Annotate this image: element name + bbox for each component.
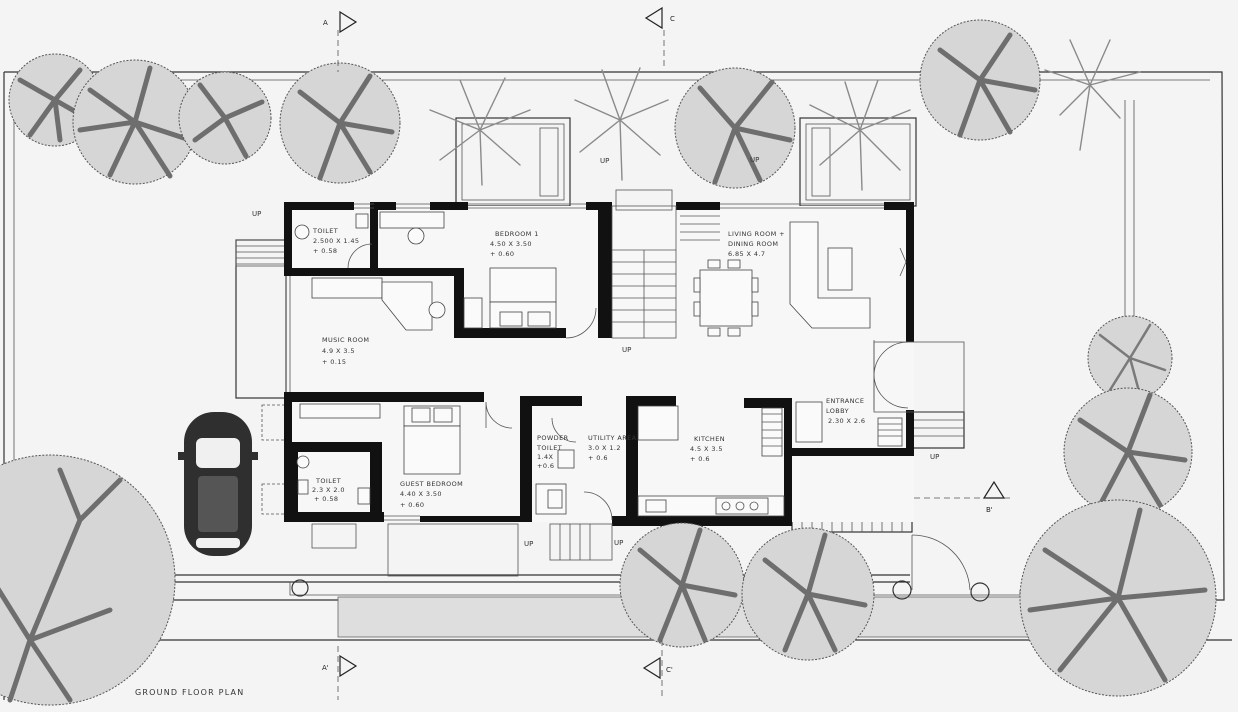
toilet-2-size: 2.3 X 2.0 <box>312 486 345 494</box>
music-room-size: 4.9 X 3.5 <box>322 347 355 355</box>
section-c-bottom: C' <box>666 666 673 674</box>
up-label: UP <box>930 453 939 461</box>
up-label: UP <box>252 210 261 218</box>
up-label: UP <box>750 156 759 164</box>
music-room-level: + 0.15 <box>322 358 346 366</box>
tree-icon <box>741 527 875 661</box>
palm-icon <box>809 79 911 191</box>
up-labels: UP UP UP UP UP UP UP <box>252 156 939 548</box>
up-label: UP <box>622 346 631 354</box>
kitchen-name: KITCHEN <box>694 435 725 443</box>
living-room-size: 6.85 X 4.7 <box>728 250 765 258</box>
palm-icon <box>1044 39 1141 151</box>
tree-icon <box>1063 387 1193 517</box>
entrance-lobby-name: ENTRANCE <box>826 397 864 405</box>
kitchen-level: + 0.6 <box>690 455 710 463</box>
guest-bedroom-size: 4.40 X 3.50 <box>400 490 442 498</box>
tree-icon <box>1087 315 1173 401</box>
section-b-right: B' <box>986 506 993 514</box>
toilet-1-name: TOILET <box>312 227 338 235</box>
up-label: UP <box>524 540 533 548</box>
tree-icon <box>72 59 198 185</box>
utility-area-level: + 0.6 <box>588 454 608 462</box>
tree-icon <box>619 522 745 648</box>
living-room-name: LIVING ROOM + <box>728 230 785 238</box>
toilet-1-size: 2.500 X 1.45 <box>313 237 359 245</box>
powder-toilet-name: POWDER <box>537 434 569 442</box>
tree-icon <box>0 454 176 706</box>
up-label: UP <box>614 539 623 547</box>
room-labels: TOILET 2.500 X 1.45 + 0.58 BEDROOM 1 4.5… <box>312 227 865 509</box>
section-c-top: C <box>670 15 675 23</box>
powder-toilet-size: 1.4X <box>537 453 554 461</box>
trees <box>0 19 1217 706</box>
tree-icon <box>674 67 796 189</box>
kitchen-size: 4.5 X 3.5 <box>690 445 723 453</box>
bedroom-1-level: + 0.60 <box>490 250 514 258</box>
tree-icon <box>1019 499 1217 697</box>
palm-icon <box>574 67 669 181</box>
tree-icon <box>178 71 272 165</box>
toilet-1-level: + 0.58 <box>313 247 337 255</box>
plan-title: GROUND FLOOR PLAN <box>135 688 244 697</box>
guest-bedroom-name: GUEST BEDROOM <box>400 480 463 488</box>
utility-area-name: UTILITY AREA <box>588 434 637 442</box>
toilet-2-level: + 0.58 <box>314 495 338 503</box>
entrance-lobby-name-2: LOBBY <box>826 407 849 415</box>
bedroom-1-name: BEDROOM 1 <box>495 230 539 238</box>
tree-icon <box>919 19 1041 141</box>
car-icon <box>178 412 258 556</box>
up-label: UP <box>600 157 609 165</box>
toilet-2-name: TOILET <box>315 477 341 485</box>
palm-icon <box>429 77 531 186</box>
music-room-name: MUSIC ROOM <box>322 336 369 344</box>
entrance-lobby-size: 2.30 X 2.6 <box>828 417 865 425</box>
bedroom-1-size: 4.50 X 3.50 <box>490 240 532 248</box>
powder-toilet-name-2: TOILET <box>536 444 562 452</box>
section-a-bottom: A' <box>322 664 329 672</box>
compound-wall <box>141 534 1029 638</box>
utility-area-size: 3.0 X 1.2 <box>588 444 621 452</box>
building <box>284 189 965 577</box>
palms <box>429 39 1141 191</box>
guest-bedroom-level: + 0.60 <box>400 501 424 509</box>
tree-icon <box>279 62 401 184</box>
living-room-name-2: DINING ROOM <box>728 240 778 248</box>
section-markers: A A' C C' B' <box>322 6 1010 700</box>
section-a-top: A <box>323 19 328 27</box>
powder-toilet-level: +0.6 <box>537 462 554 470</box>
